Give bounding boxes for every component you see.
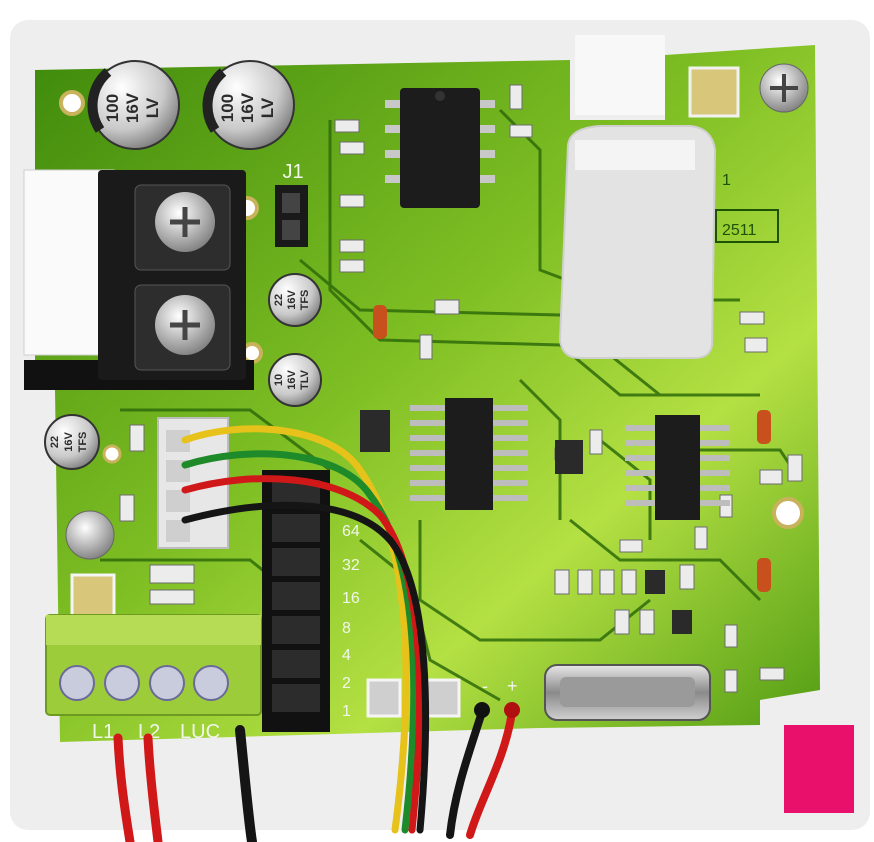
capacitor-voltage: 16V	[238, 92, 257, 123]
screw-icon	[65, 510, 115, 560]
capacitor-2: 100 16V LV	[202, 60, 295, 150]
capacitor-value: 22	[273, 294, 285, 306]
capacitor-5: 22 16V TFS	[44, 414, 100, 470]
glass-diodes	[373, 305, 771, 592]
dip-weight-label: 2	[342, 675, 351, 692]
ic-right	[625, 415, 730, 520]
crystal-oscillator	[544, 664, 711, 721]
dip-weight-label: 1	[342, 703, 351, 720]
capacitor-series: LV	[143, 97, 162, 118]
dip-weight-label: 8	[342, 620, 351, 637]
jumper-j1: J1	[275, 161, 308, 247]
board-mark: 1	[722, 172, 731, 189]
capacitor-3: 22 16V TFS	[268, 273, 322, 327]
capacitor-series: TFS	[299, 290, 311, 311]
dip-weight-labels: 64 32 16 8 4 2 1	[342, 523, 360, 720]
wires	[113, 425, 516, 842]
solder-pad	[425, 678, 461, 718]
capacitor-value: 100	[103, 94, 122, 122]
dip-weight-label: 64	[342, 523, 360, 540]
capacitor-4: 10 16V TLV	[268, 353, 322, 407]
wire-solder-point	[474, 702, 490, 718]
capacitor-value: 22	[49, 436, 61, 448]
test-pad	[70, 573, 116, 619]
solder-pad	[366, 678, 402, 718]
screw-terminal-block	[98, 170, 246, 380]
capacitor-1: 100 16V LV	[87, 60, 180, 150]
capacitor-value: 10	[273, 374, 285, 386]
magenta-tab	[784, 725, 854, 813]
jumper-label: J1	[282, 161, 303, 183]
capacitor-value: 100	[218, 94, 237, 122]
terminal-label: LUC	[180, 721, 220, 743]
ic-top	[385, 88, 495, 208]
dip-weight-label: 16	[342, 590, 360, 607]
board-mark-frame	[715, 209, 779, 243]
terminal-screw-icon	[59, 665, 95, 701]
white-module	[558, 125, 717, 359]
capacitor-voltage: 16V	[286, 370, 298, 390]
screw-slot	[770, 74, 798, 102]
dip-weight-label: 32	[342, 557, 360, 574]
mounting-hole	[102, 444, 122, 464]
capacitor-voltage: 16V	[63, 432, 75, 452]
green-terminal-block	[45, 614, 262, 716]
capacitor-series: TLV	[299, 369, 311, 390]
polarity-minus: -	[482, 676, 488, 696]
capacitor-voltage: 16V	[123, 92, 142, 123]
wire-solder-point	[504, 702, 520, 718]
dip-weight-label: 4	[342, 647, 351, 664]
capacitor-series: LV	[258, 97, 277, 118]
board-mark: 2511	[722, 222, 757, 239]
terminal-screw-icon	[149, 665, 185, 701]
ic-middle	[410, 398, 528, 510]
terminal-label: L1	[92, 721, 114, 743]
terminal-screw-icon	[104, 665, 140, 701]
smd-parts	[119, 84, 803, 693]
terminal-screw-icon	[193, 665, 229, 701]
capacitor-voltage: 16V	[286, 290, 298, 310]
small-ics	[360, 410, 692, 634]
capacitor-series: TFS	[77, 432, 89, 453]
polarity-plus: +	[507, 676, 518, 696]
terminal-labels: L1 L2 LUC	[92, 721, 220, 743]
mounting-hole	[59, 90, 85, 116]
mounting-hole	[772, 497, 804, 529]
test-pad	[688, 66, 740, 118]
housing-notch	[575, 35, 665, 115]
